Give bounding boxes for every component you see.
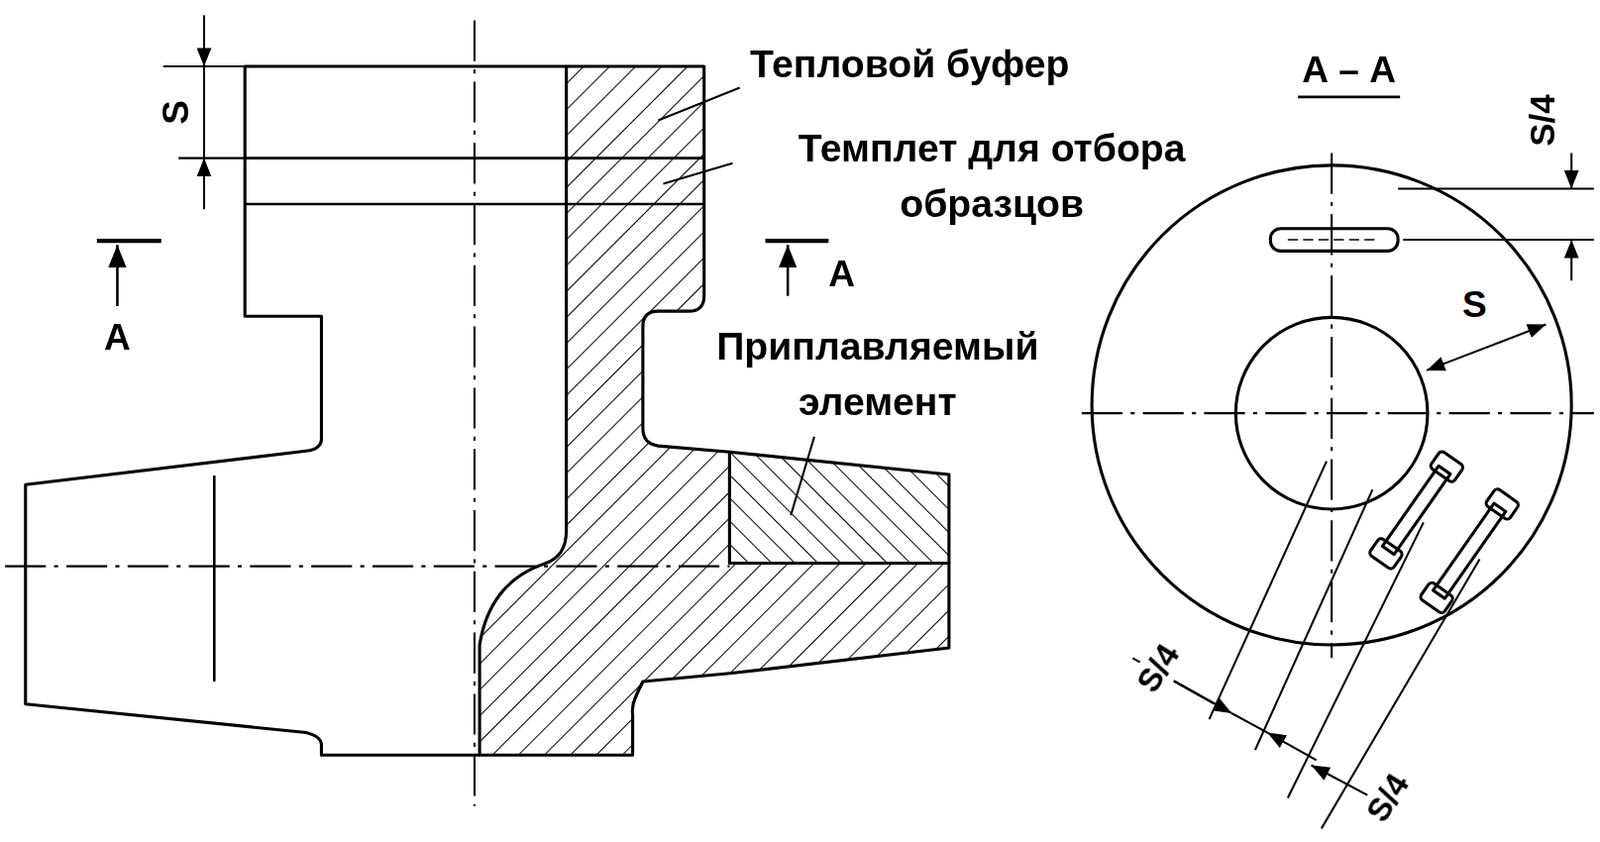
part-label: Тепловой буфер	[749, 42, 1069, 88]
dimension-label: S	[154, 100, 198, 125]
section-mark: А	[104, 316, 131, 359]
part-label: Приплавляемый элемент	[657, 318, 1097, 430]
dimension-label: S	[1459, 283, 1491, 326]
dimension-label: S/4	[1127, 635, 1189, 702]
dimension-label: S/4	[1357, 764, 1419, 832]
part-label: Темплет для отбора образцов	[737, 120, 1248, 233]
dimension-label: S/4	[1522, 94, 1563, 147]
section-title: А – А	[1301, 48, 1396, 92]
section-mark: А	[828, 252, 855, 296]
